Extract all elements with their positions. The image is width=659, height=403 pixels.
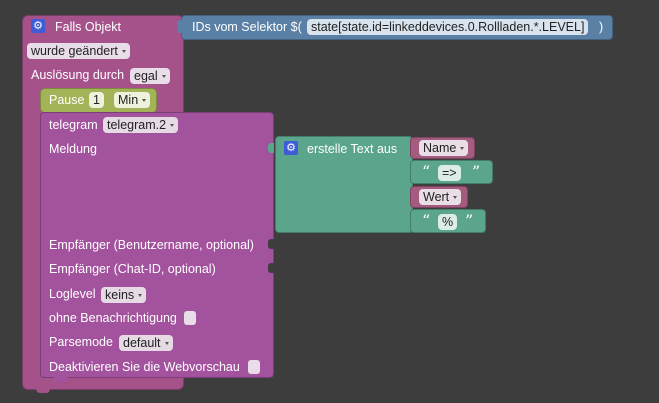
text-join-gear-icon[interactable]: ⚙ bbox=[284, 141, 298, 155]
recipient-chat-label: Empfänger (Chat-ID, optional) bbox=[49, 262, 216, 276]
trigger-label: Auslösung durch bbox=[31, 68, 125, 82]
close-quote-icon: ” bbox=[465, 211, 474, 230]
string-arrow-value[interactable]: => bbox=[438, 165, 461, 181]
recipient-user-label: Empfänger (Benutzername, optional) bbox=[49, 238, 254, 252]
telegram-label: telegram bbox=[49, 118, 98, 132]
selector-value[interactable]: state[state.id=linkeddevices.0.Rollladen… bbox=[307, 19, 589, 35]
trigger-block-bottom-tab bbox=[36, 385, 50, 393]
pause-label: Pause bbox=[49, 93, 85, 107]
recipient-chat-notch bbox=[268, 263, 274, 273]
string-percent-value[interactable]: % bbox=[438, 214, 458, 230]
telegram-block[interactable] bbox=[40, 112, 274, 378]
disable-preview-checkbox[interactable] bbox=[248, 360, 260, 374]
recipient-user-notch bbox=[268, 239, 274, 249]
loglevel-label: Loglevel bbox=[49, 287, 96, 301]
text-join-label: erstelle Text aus bbox=[307, 142, 398, 156]
disable-preview-label: Deaktivieren Sie die Webvorschau bbox=[49, 360, 240, 374]
open-quote-icon: “ bbox=[422, 162, 431, 181]
message-label: Meldung bbox=[49, 142, 97, 156]
variable-name-dropdown[interactable]: Name bbox=[419, 140, 469, 156]
parsemode-label: Parsemode bbox=[49, 335, 113, 349]
telegram-bottom-tab bbox=[54, 375, 68, 382]
text-join-block[interactable] bbox=[275, 136, 413, 233]
silent-checkbox[interactable] bbox=[184, 311, 196, 325]
trigger-dropdown[interactable]: egal bbox=[130, 68, 170, 84]
telegram-instance-dropdown[interactable]: telegram.2 bbox=[103, 117, 179, 133]
gear-icon[interactable]: ⚙ bbox=[31, 19, 45, 33]
open-quote-icon: “ bbox=[422, 211, 431, 230]
loglevel-dropdown[interactable]: keins bbox=[101, 287, 147, 303]
trigger-title: Falls Objekt bbox=[55, 20, 121, 34]
message-input-notch bbox=[268, 143, 274, 153]
parsemode-dropdown[interactable]: default bbox=[119, 335, 173, 351]
pause-value[interactable]: 1 bbox=[89, 92, 104, 108]
variable-wert-dropdown[interactable]: Wert bbox=[419, 189, 462, 205]
pause-unit-dropdown[interactable]: Min bbox=[114, 92, 151, 108]
selector-label: IDs vom Selektor $( bbox=[192, 20, 302, 34]
selector-close: ) bbox=[599, 20, 604, 34]
close-quote-icon: ” bbox=[472, 162, 481, 181]
changed-dropdown[interactable]: wurde geändert bbox=[27, 43, 130, 59]
selector-connector bbox=[177, 20, 185, 33]
silent-label: ohne Benachrichtigung bbox=[49, 311, 177, 325]
